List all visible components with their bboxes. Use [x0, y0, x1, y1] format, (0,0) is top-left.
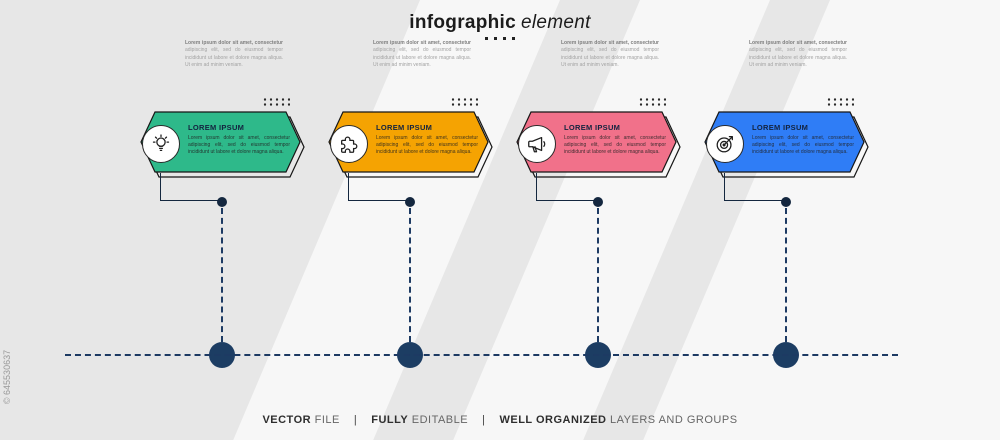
dot-grid-decoration [638, 97, 666, 107]
connector-elbow [160, 200, 218, 202]
footer-item-bold: WELL ORGANIZED [499, 414, 607, 426]
footer-separator: | [353, 414, 358, 426]
infographic-card-4: LOREM IPSUM Lorem ipsum dolor sit amet, … [704, 110, 874, 184]
dot-grid-decoration [826, 97, 854, 107]
card-icon-circle [518, 125, 556, 163]
connector-dashed-line [785, 208, 787, 342]
card-top-text: Lorem ipsum dolor sit amet, consectetur … [373, 40, 471, 68]
footer-item: WELL ORGANIZED LAYERS AND GROUPS [499, 414, 737, 426]
card-icon-circle [142, 125, 180, 163]
card-body-text: Lorem ipsum dolor sit amet, consectetur … [564, 135, 666, 155]
card-title: LOREM IPSUM [376, 123, 433, 132]
connector-elbow [724, 200, 782, 202]
footer-item-bold: FULLY [371, 414, 409, 426]
card-fill-shape [516, 111, 677, 173]
title-word-italic: element [521, 12, 591, 33]
megaphone-icon [528, 136, 546, 153]
card-top-text: Lorem ipsum dolor sit amet, consectetur … [749, 40, 847, 68]
infographic-card-2: LOREM IPSUM Lorem ipsum dolor sit amet, … [328, 110, 498, 184]
connector-elbow [348, 200, 406, 202]
card-title: LOREM IPSUM [564, 123, 621, 132]
footer-separator: | [482, 414, 486, 426]
footer-caption: VECTOR FILE | FULLY EDITABLE | WELL ORGA… [0, 414, 1000, 426]
connector-elbow [160, 173, 162, 201]
connector-dot [593, 197, 603, 207]
footer-item-rest: FILE [311, 414, 340, 426]
card-fill-shape [328, 111, 489, 173]
target-icon [716, 136, 733, 153]
infographic-card-3: LOREM IPSUM Lorem ipsum dolor sit amet, … [516, 110, 686, 184]
connector-dot [217, 197, 227, 207]
infographic-card-1: LOREM IPSUM Lorem ipsum dolor sit amet, … [140, 110, 310, 184]
card-shape [516, 111, 681, 178]
card-body-text: Lorem ipsum dolor sit amet, consectetur … [376, 135, 478, 155]
card-title: LOREM IPSUM [188, 123, 245, 132]
watermark-id: © 645530637 [2, 349, 12, 405]
footer-item-rest: EDITABLE [408, 414, 469, 426]
title-dot [503, 37, 506, 40]
connector-elbow [348, 173, 350, 201]
dot-grid-decoration [450, 97, 478, 107]
title-dot [485, 37, 488, 40]
puzzle-icon [341, 136, 358, 153]
connector-dot [781, 197, 791, 207]
card-title: LOREM IPSUM [752, 123, 809, 132]
title-dot [494, 37, 497, 40]
title-word-bold: infographic [409, 12, 517, 33]
footer-item-bold: VECTOR [262, 414, 312, 426]
footer-item: VECTOR FILE [262, 414, 339, 426]
connector-dot [405, 197, 415, 207]
dot-grid-decoration [262, 97, 290, 107]
card-body-text: Lorem ipsum dolor sit amet, consectetur … [752, 135, 854, 155]
card-top-text: Lorem ipsum dolor sit amet, consectetur … [185, 40, 283, 68]
connector-elbow [536, 200, 594, 202]
card-body-text: Lorem ipsum dolor sit amet, consectetur … [188, 135, 290, 155]
card-icon-circle [330, 125, 368, 163]
lightbulb-icon [152, 134, 170, 152]
footer-item-rest: LAYERS AND GROUPS [606, 414, 738, 426]
card-icon-circle [706, 125, 744, 163]
connector-elbow [724, 173, 726, 201]
connector-dashed-line [409, 208, 411, 342]
title-dot [512, 37, 515, 40]
connector-dashed-line [597, 208, 599, 342]
connector-dashed-line [221, 208, 223, 342]
card-fill-shape [140, 111, 301, 173]
connector-elbow [536, 173, 538, 201]
card-top-text: Lorem ipsum dolor sit amet, consectetur … [561, 40, 659, 68]
timeline [65, 354, 898, 356]
footer-item: FULLY EDITABLE [371, 414, 468, 426]
title-dots-decoration [0, 37, 1000, 40]
card-fill-shape [704, 111, 865, 173]
